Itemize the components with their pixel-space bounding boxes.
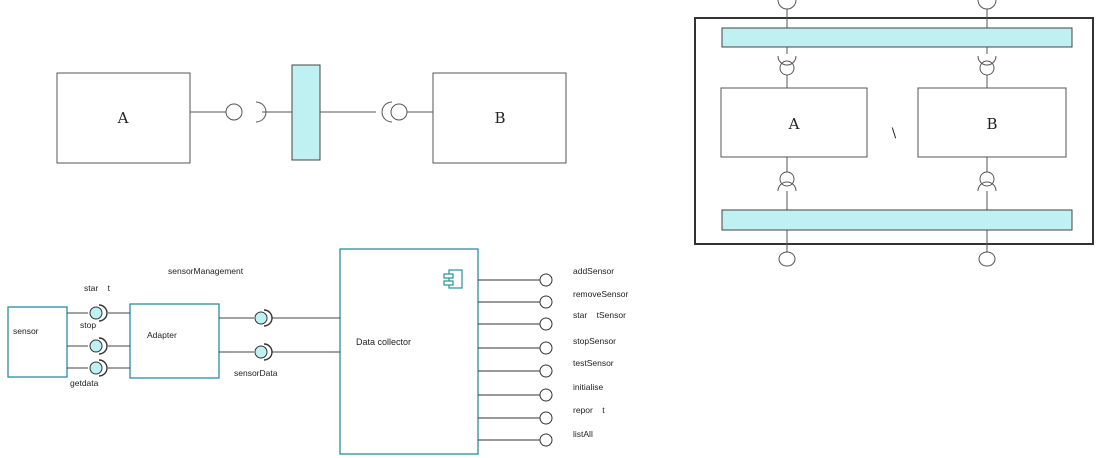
bottom-ball-right [978,251,996,267]
lollipop-ball-3 [539,317,553,331]
joint-data-ball [254,345,268,359]
joint-stop-ball [89,339,103,353]
joint-start-socket [98,304,108,322]
joint-management-ball [254,311,268,325]
component-a-box [56,72,191,164]
top-right-label-b: B [986,115,997,133]
joint-management-socket [263,309,273,327]
lollipop-ball-6 [539,388,553,402]
top-left-label-b: B [494,109,505,127]
joint-data-socket [263,343,273,361]
component-b-box-right [917,87,1067,158]
joint-getdata-ball [89,361,103,375]
interface-labels: addSensor removeSensor star tSensor stop… [573,266,628,439]
sensor-label: sensor [13,326,39,336]
upper-left-socket [777,55,797,66]
top-left-diagram [56,64,567,164]
top-left-label-a: A [117,109,129,127]
lower-right-ball [979,171,995,187]
interface-lollipops [478,273,553,447]
sensor-data-label: sensorData [234,368,278,378]
sensor-management-label: sensorManagement [168,266,244,276]
interface-label: star tSensor [573,310,626,320]
joint-start-ball [89,306,103,320]
required-interface-socket-b [381,101,393,123]
lower-right-socket [977,181,997,192]
joint-stop-socket [98,337,108,355]
lollipop-ball-4 [539,341,553,355]
adapter-box [129,303,220,379]
connector-bar [291,64,321,161]
adapter-collector-links [219,317,340,353]
interface-label: listAll [573,429,593,439]
component-icon [443,269,463,289]
sensor-adapter-joints [89,304,108,377]
lower-left-socket [777,181,797,192]
interface-label: stopSensor [573,336,616,346]
joint-getdata-socket [98,359,108,377]
top-socket-left [777,0,797,10]
interface-label: initialise [573,382,604,392]
top-right-diagram [694,0,1094,267]
provided-interface-ball [225,103,243,121]
lollipop-ball-2 [539,295,553,309]
top-socket-right [977,0,997,10]
component-a-box-right [720,87,868,158]
provided-interface-ball-b [390,103,408,121]
interface-label: testSensor [573,358,614,368]
interface-label: addSensor [573,266,614,276]
interface-label: removeSensor [573,289,628,299]
lower-bus [721,209,1073,231]
bottom-ball-left [778,251,796,267]
interface-label: repor t [573,405,605,415]
upper-bus [721,27,1073,48]
component-b-box [432,72,567,164]
lollipop-ball-1 [539,273,553,287]
top-right-label-a: A [788,115,800,133]
lollipop-ball-5 [539,364,553,378]
upper-right-socket [977,55,997,66]
data-collector-label: Data collector [356,337,411,347]
port-label-start: star t [84,283,111,293]
port-label-stop: stop [80,320,96,330]
component-icon-tab-top [443,273,454,279]
component-icon-tab-bottom [443,280,454,286]
adapter-collector-joints [254,309,273,361]
bottom-diagram [7,248,553,455]
top-right-separator: \ [892,126,897,141]
sensor-box [7,306,68,378]
adapter-label: Adapter [147,330,177,340]
lower-left-ball [779,171,795,187]
lollipop-ball-8 [539,433,553,447]
lollipop-ball-7 [539,411,553,425]
sensor-adapter-links [67,312,130,369]
port-label-getdata: getdata [70,378,99,388]
